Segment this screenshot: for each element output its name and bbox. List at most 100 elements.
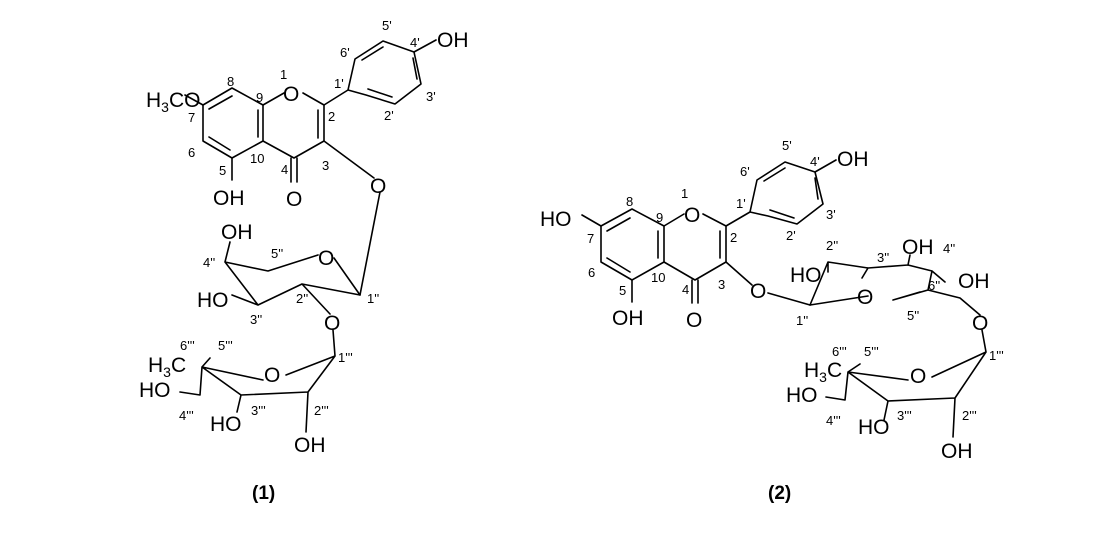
c2-2tprime-oh: OH bbox=[941, 440, 973, 463]
c2-num-6prime: 6' bbox=[740, 164, 750, 179]
c1-carbonyl-bond bbox=[290, 157, 298, 183]
c2-3tprime-oh: HO bbox=[858, 416, 890, 439]
c1-num-4tprime: 4''' bbox=[179, 408, 194, 423]
c2-num-8: 8 bbox=[626, 194, 633, 209]
c2-6dprime-o-linker: O bbox=[972, 312, 988, 335]
c2-ring-b-bonds bbox=[725, 159, 837, 227]
c1-glycosidic-bond-3 bbox=[323, 140, 381, 296]
c2-num-2tprime: 2''' bbox=[962, 408, 977, 423]
c2-sugar2-ring-o: O bbox=[910, 365, 926, 388]
c1-num-2dprime: 2'' bbox=[296, 291, 308, 306]
c1-num-3: 3 bbox=[322, 158, 329, 173]
c2-sugar1-ring-o: O bbox=[857, 286, 873, 309]
c1-num-7: 7 bbox=[188, 110, 195, 125]
compound-2: HO O OH OH O O HO OH O OH O O HO HO OH H… bbox=[540, 138, 1004, 504]
c2-num-3tprime: 3''' bbox=[897, 408, 912, 423]
c1-num-1prime: 1' bbox=[334, 76, 344, 91]
c1-3dprime-oh: HO bbox=[197, 289, 229, 312]
c1-4dprime-oh: OH bbox=[221, 221, 253, 244]
c2-num-1: 1 bbox=[681, 186, 688, 201]
c1-sugar1-ring-bonds bbox=[224, 241, 361, 315]
c2-num-1prime: 1' bbox=[736, 196, 746, 211]
c2-num-4dprime: 4'' bbox=[943, 241, 955, 256]
c1-2dprime-o-linker: O bbox=[324, 312, 340, 335]
compound-1: H3CO O OH OH O O OH O HO O HO OH HO O H3… bbox=[139, 18, 469, 504]
caption-compound-2: (2) bbox=[768, 483, 791, 504]
c1-o1-atom: O bbox=[283, 83, 299, 106]
c2-num-1tprime: 1''' bbox=[989, 348, 1004, 363]
c2-c4-carbonyl-o: O bbox=[686, 309, 702, 332]
c1-num-1: 1 bbox=[280, 67, 287, 82]
c1-num-3dprime: 3'' bbox=[250, 312, 262, 327]
c2-sugar1-ring-bonds bbox=[809, 254, 981, 316]
c1-4prime-oh: OH bbox=[437, 29, 469, 52]
c1-num-10: 10 bbox=[250, 151, 264, 166]
c2-num-10: 10 bbox=[651, 270, 665, 285]
c2-4prime-oh: OH bbox=[837, 148, 869, 171]
c2-num-5: 5 bbox=[619, 283, 626, 298]
c2-num-9: 9 bbox=[656, 210, 663, 225]
c2-num-6tprime: 6''' bbox=[832, 344, 847, 359]
c2-num-5tprime: 5''' bbox=[864, 344, 879, 359]
c2-3-o-linker: O bbox=[750, 280, 766, 303]
c2-num-2dprime: 2'' bbox=[826, 238, 838, 253]
c1-sugar2-ring-bonds bbox=[179, 329, 336, 433]
c1-num-3tprime: 3''' bbox=[251, 403, 266, 418]
c2-num-7: 7 bbox=[587, 231, 594, 246]
c1-num-2prime: 2' bbox=[384, 108, 394, 123]
c2-num-5prime: 5' bbox=[782, 138, 792, 153]
c2-num-5dprime: 5'' bbox=[907, 308, 919, 323]
caption-compound-1: (1) bbox=[252, 483, 275, 504]
c1-num-2tprime: 2''' bbox=[314, 403, 329, 418]
c1-sugar2-ring-o: O bbox=[264, 364, 280, 387]
c1-num-5: 5 bbox=[219, 163, 226, 178]
c1-num-1tprime: 1''' bbox=[338, 350, 353, 365]
c1-ring-b-bonds bbox=[323, 39, 437, 106]
c2-methyl-group: H3C bbox=[804, 359, 842, 385]
c1-3-o-linker: O bbox=[370, 175, 386, 198]
c1-methyl-group: H3C bbox=[148, 354, 186, 380]
c1-num-9: 9 bbox=[256, 90, 263, 105]
c2-num-3: 3 bbox=[718, 277, 725, 292]
c1-num-3prime: 3' bbox=[426, 89, 436, 104]
c2-5-oh: OH bbox=[612, 307, 644, 330]
c2-4tprime-oh: HO bbox=[786, 384, 818, 407]
c2-num-4: 4 bbox=[682, 282, 689, 297]
c1-num-5dprime: 5'' bbox=[271, 246, 283, 261]
c1-methoxy-group: H3CO bbox=[146, 89, 200, 115]
c1-3tprime-oh: HO bbox=[210, 413, 242, 436]
c1-num-4prime: 4' bbox=[410, 35, 420, 50]
c1-num-4: 4 bbox=[281, 162, 288, 177]
c2-num-2prime: 2' bbox=[786, 228, 796, 243]
c2-num-6: 6 bbox=[588, 265, 595, 280]
c2-2dprime-oh: HO bbox=[790, 264, 822, 287]
c2-num-4tprime: 4''' bbox=[826, 413, 841, 428]
c1-sugar1-ring-o: O bbox=[318, 247, 334, 270]
c1-num-6tprime: 6''' bbox=[180, 338, 195, 353]
c2-num-3prime: 3' bbox=[826, 207, 836, 222]
c1-num-5prime: 5' bbox=[382, 18, 392, 33]
c2-num-3dprime: 3'' bbox=[877, 250, 889, 265]
c2-num-1dprime: 1'' bbox=[796, 313, 808, 328]
c1-num-5tprime: 5''' bbox=[218, 338, 233, 353]
c2-substituent-bonds bbox=[581, 214, 633, 303]
c1-4tprime-oh: HO bbox=[139, 379, 171, 402]
c1-num-4dprime: 4'' bbox=[203, 255, 215, 270]
c1-num-2: 2 bbox=[328, 109, 335, 124]
c2-carbonyl-bond bbox=[691, 279, 699, 304]
c2-num-2: 2 bbox=[730, 230, 737, 245]
c1-ring-a-bonds bbox=[202, 87, 264, 159]
c2-num-4prime: 4' bbox=[810, 154, 820, 169]
c1-num-8: 8 bbox=[227, 74, 234, 89]
c1-num-6: 6 bbox=[188, 145, 195, 160]
c1-c4-carbonyl-o: O bbox=[286, 188, 302, 211]
c2-o1-atom: O bbox=[684, 204, 700, 227]
c2-7-oh: HO bbox=[540, 208, 572, 231]
c2-num-6dprime: 6'' bbox=[928, 278, 940, 293]
c1-5-oh: OH bbox=[213, 187, 245, 210]
c2-4dprime-oh: OH bbox=[958, 270, 990, 293]
c1-substituent-bonds bbox=[184, 94, 233, 181]
c1-num-6prime: 6' bbox=[340, 45, 350, 60]
